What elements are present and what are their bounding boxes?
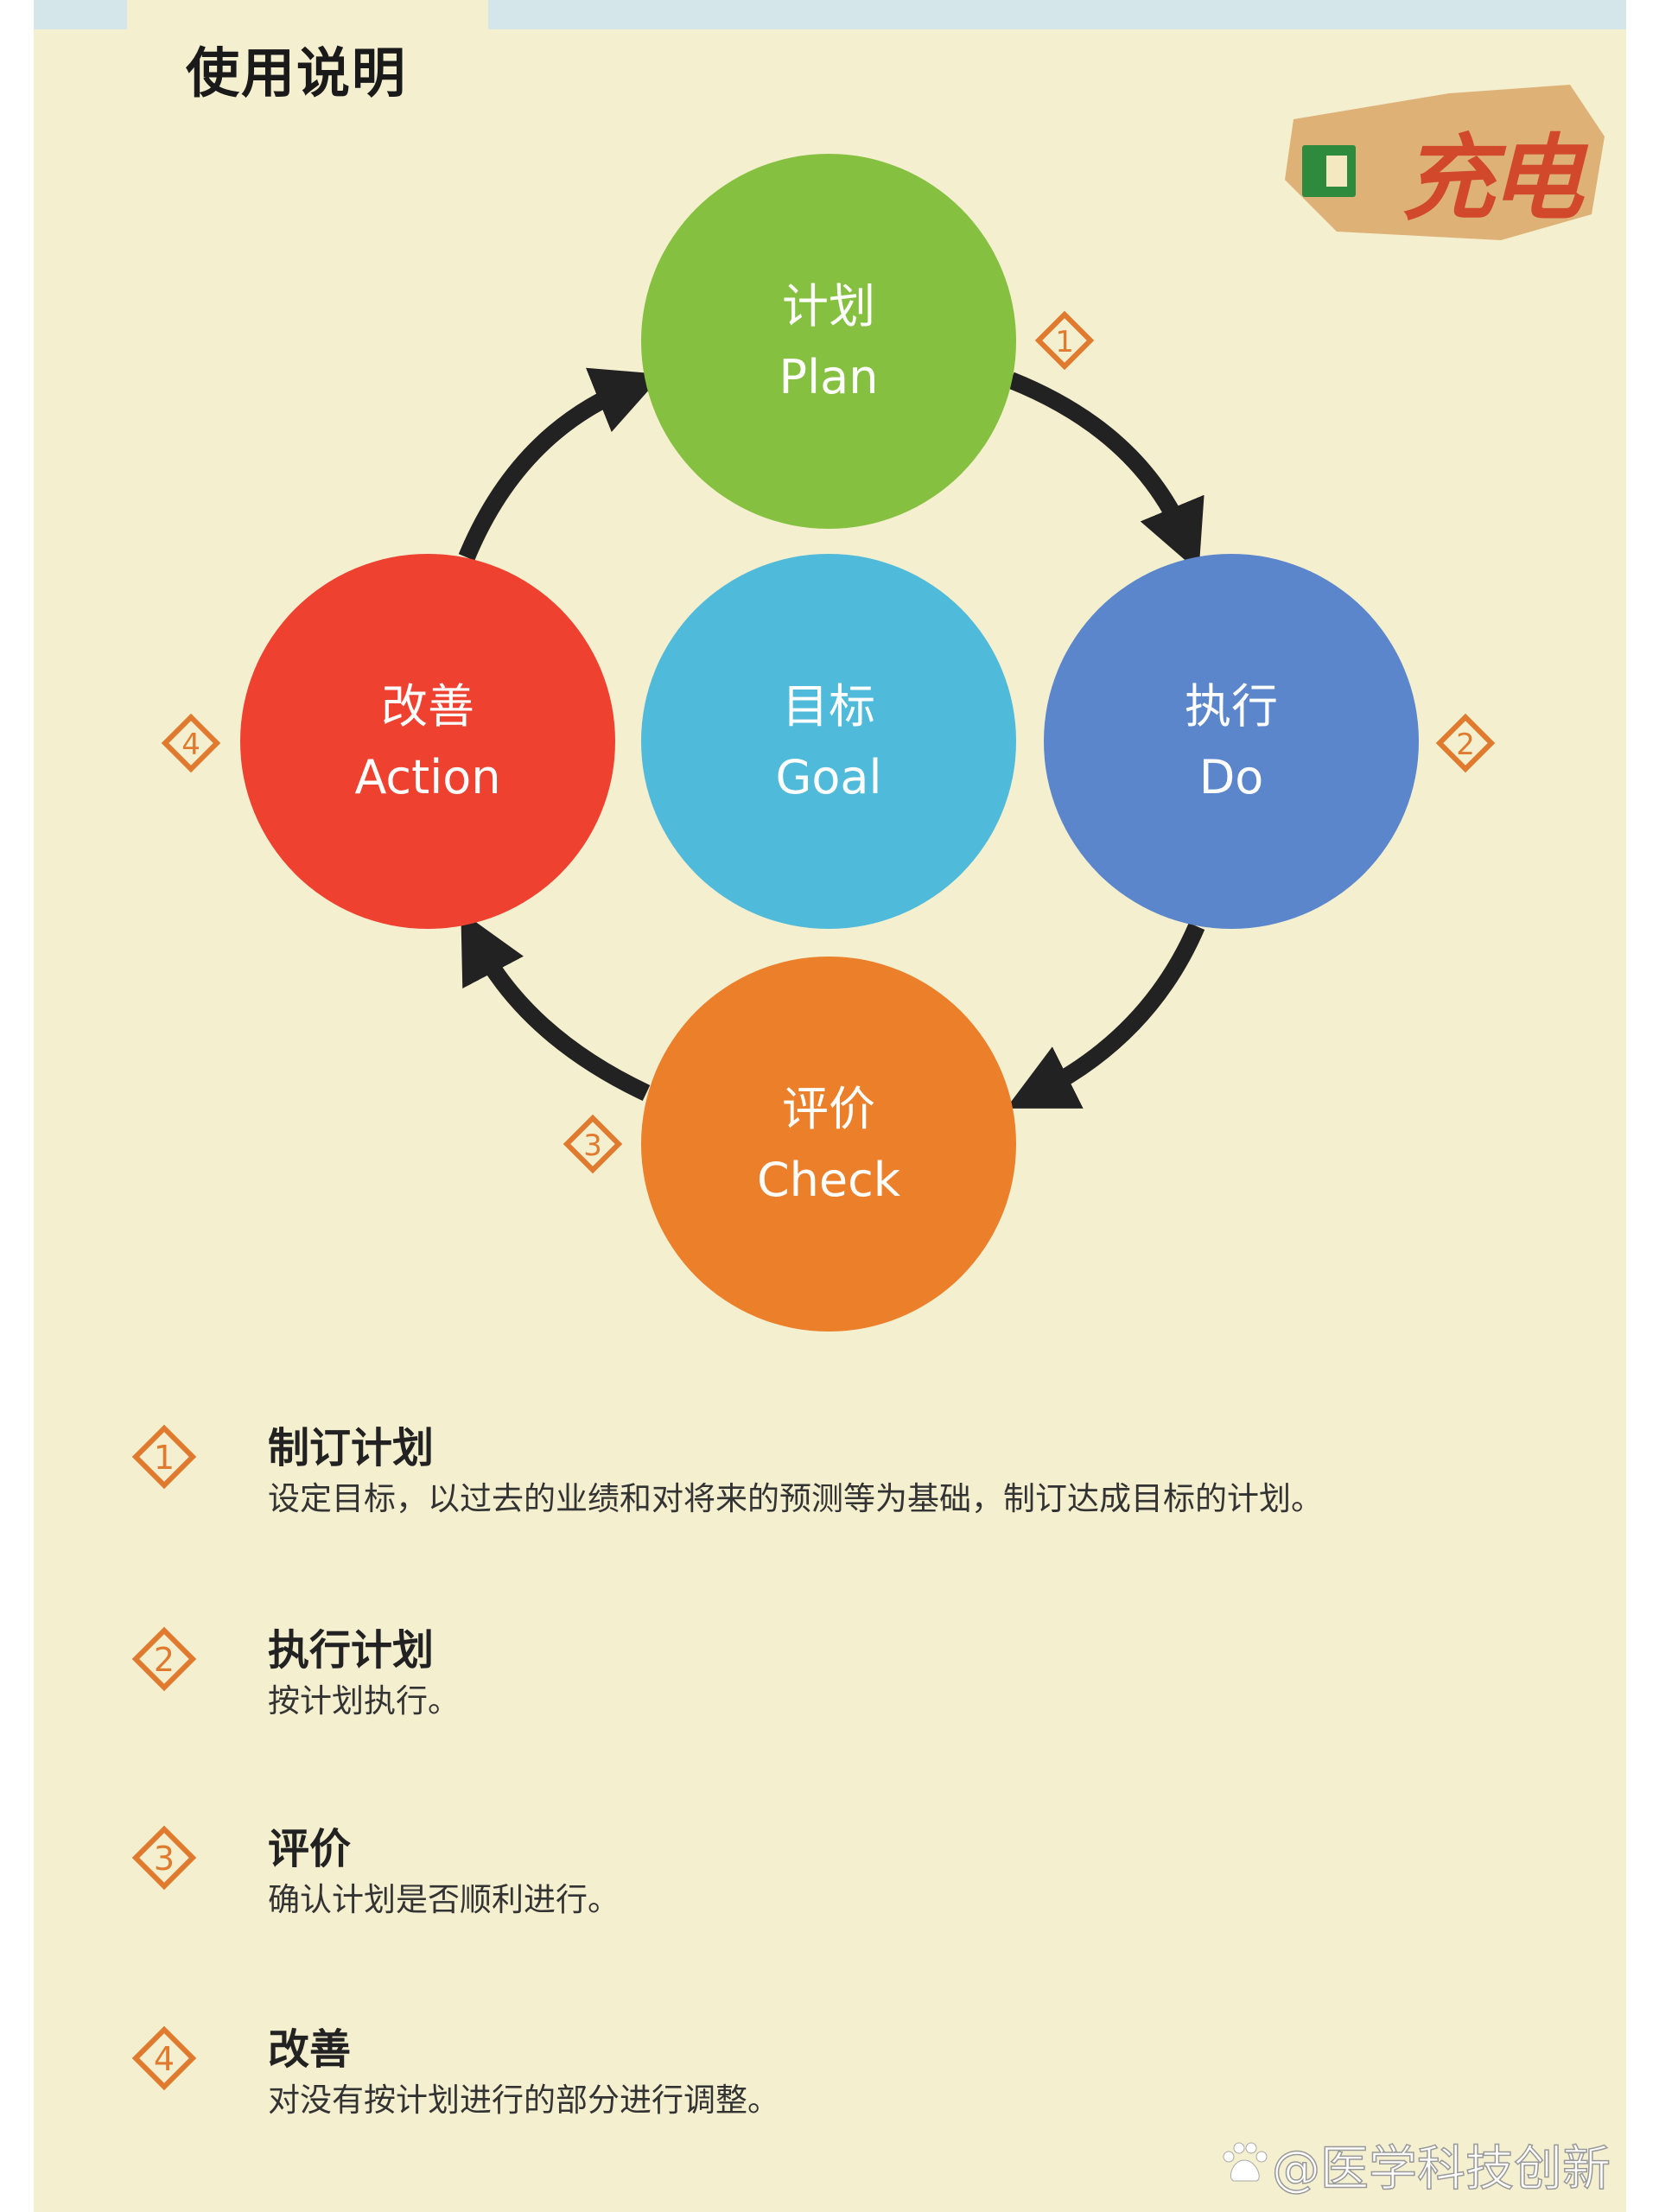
charging-stamp: 充电 (1285, 85, 1610, 240)
svg-text:3: 3 (154, 1840, 175, 1878)
svg-text:2: 2 (154, 1641, 175, 1679)
stamp-text: 充电 (1402, 125, 1583, 233)
battery-icon (1302, 145, 1356, 197)
step-badge-3: 3 (567, 1118, 619, 1170)
step-number-icon: 1 (131, 1424, 197, 1490)
title-tab (127, 0, 488, 29)
arrow-do-to-check (1006, 923, 1205, 1109)
step-title: 制订计划 (268, 1424, 435, 1472)
goal-circle (641, 554, 1016, 929)
step-badge-1: 1 (1039, 315, 1090, 366)
step-badge-4: 4 (165, 717, 217, 769)
step-desc: 按计划执行。 (268, 1682, 460, 1719)
arrow-action-to-plan (458, 367, 664, 561)
step-desc: 确认计划是否顺利进行。 (268, 1881, 620, 1918)
arrow-check-to-action (461, 911, 651, 1102)
plan-circle (641, 154, 1016, 529)
step-desc: 对没有按计划进行的部分进行调整。 (268, 2082, 779, 2119)
step-number-icon: 3 (131, 1825, 197, 1891)
page-title: 使用说明 (186, 41, 408, 105)
svg-text:1: 1 (1055, 325, 1074, 359)
stamp-shape (1285, 85, 1605, 240)
step-title: 执行计划 (268, 1626, 435, 1675)
svg-text:3: 3 (583, 1128, 602, 1163)
arrow-plan-to-do (1007, 372, 1205, 572)
svg-text:2: 2 (1456, 728, 1475, 762)
svg-text:1: 1 (154, 1439, 175, 1477)
action-circle (240, 554, 615, 929)
step-number-icon: 4 (131, 2025, 197, 2091)
svg-text:4: 4 (181, 728, 200, 762)
step-title: 评价 (268, 1825, 352, 1873)
step-desc: 设定目标，以过去的业绩和对将来的预测等为基础，制订达成目标的计划。 (268, 1480, 1323, 1517)
step-badge-2: 2 (1440, 717, 1491, 769)
step-title: 改善 (268, 2025, 352, 2074)
pdca-diagram: 1 2 3 4 (0, 154, 1659, 1332)
step-number-icon: 2 (131, 1626, 197, 1692)
paw-logo-icon (1223, 2142, 1268, 2182)
check-circle (641, 957, 1016, 1332)
svg-text:4: 4 (154, 2040, 175, 2078)
watermark: @医学科技创新 (1271, 2140, 1611, 2198)
do-circle (1044, 554, 1419, 929)
